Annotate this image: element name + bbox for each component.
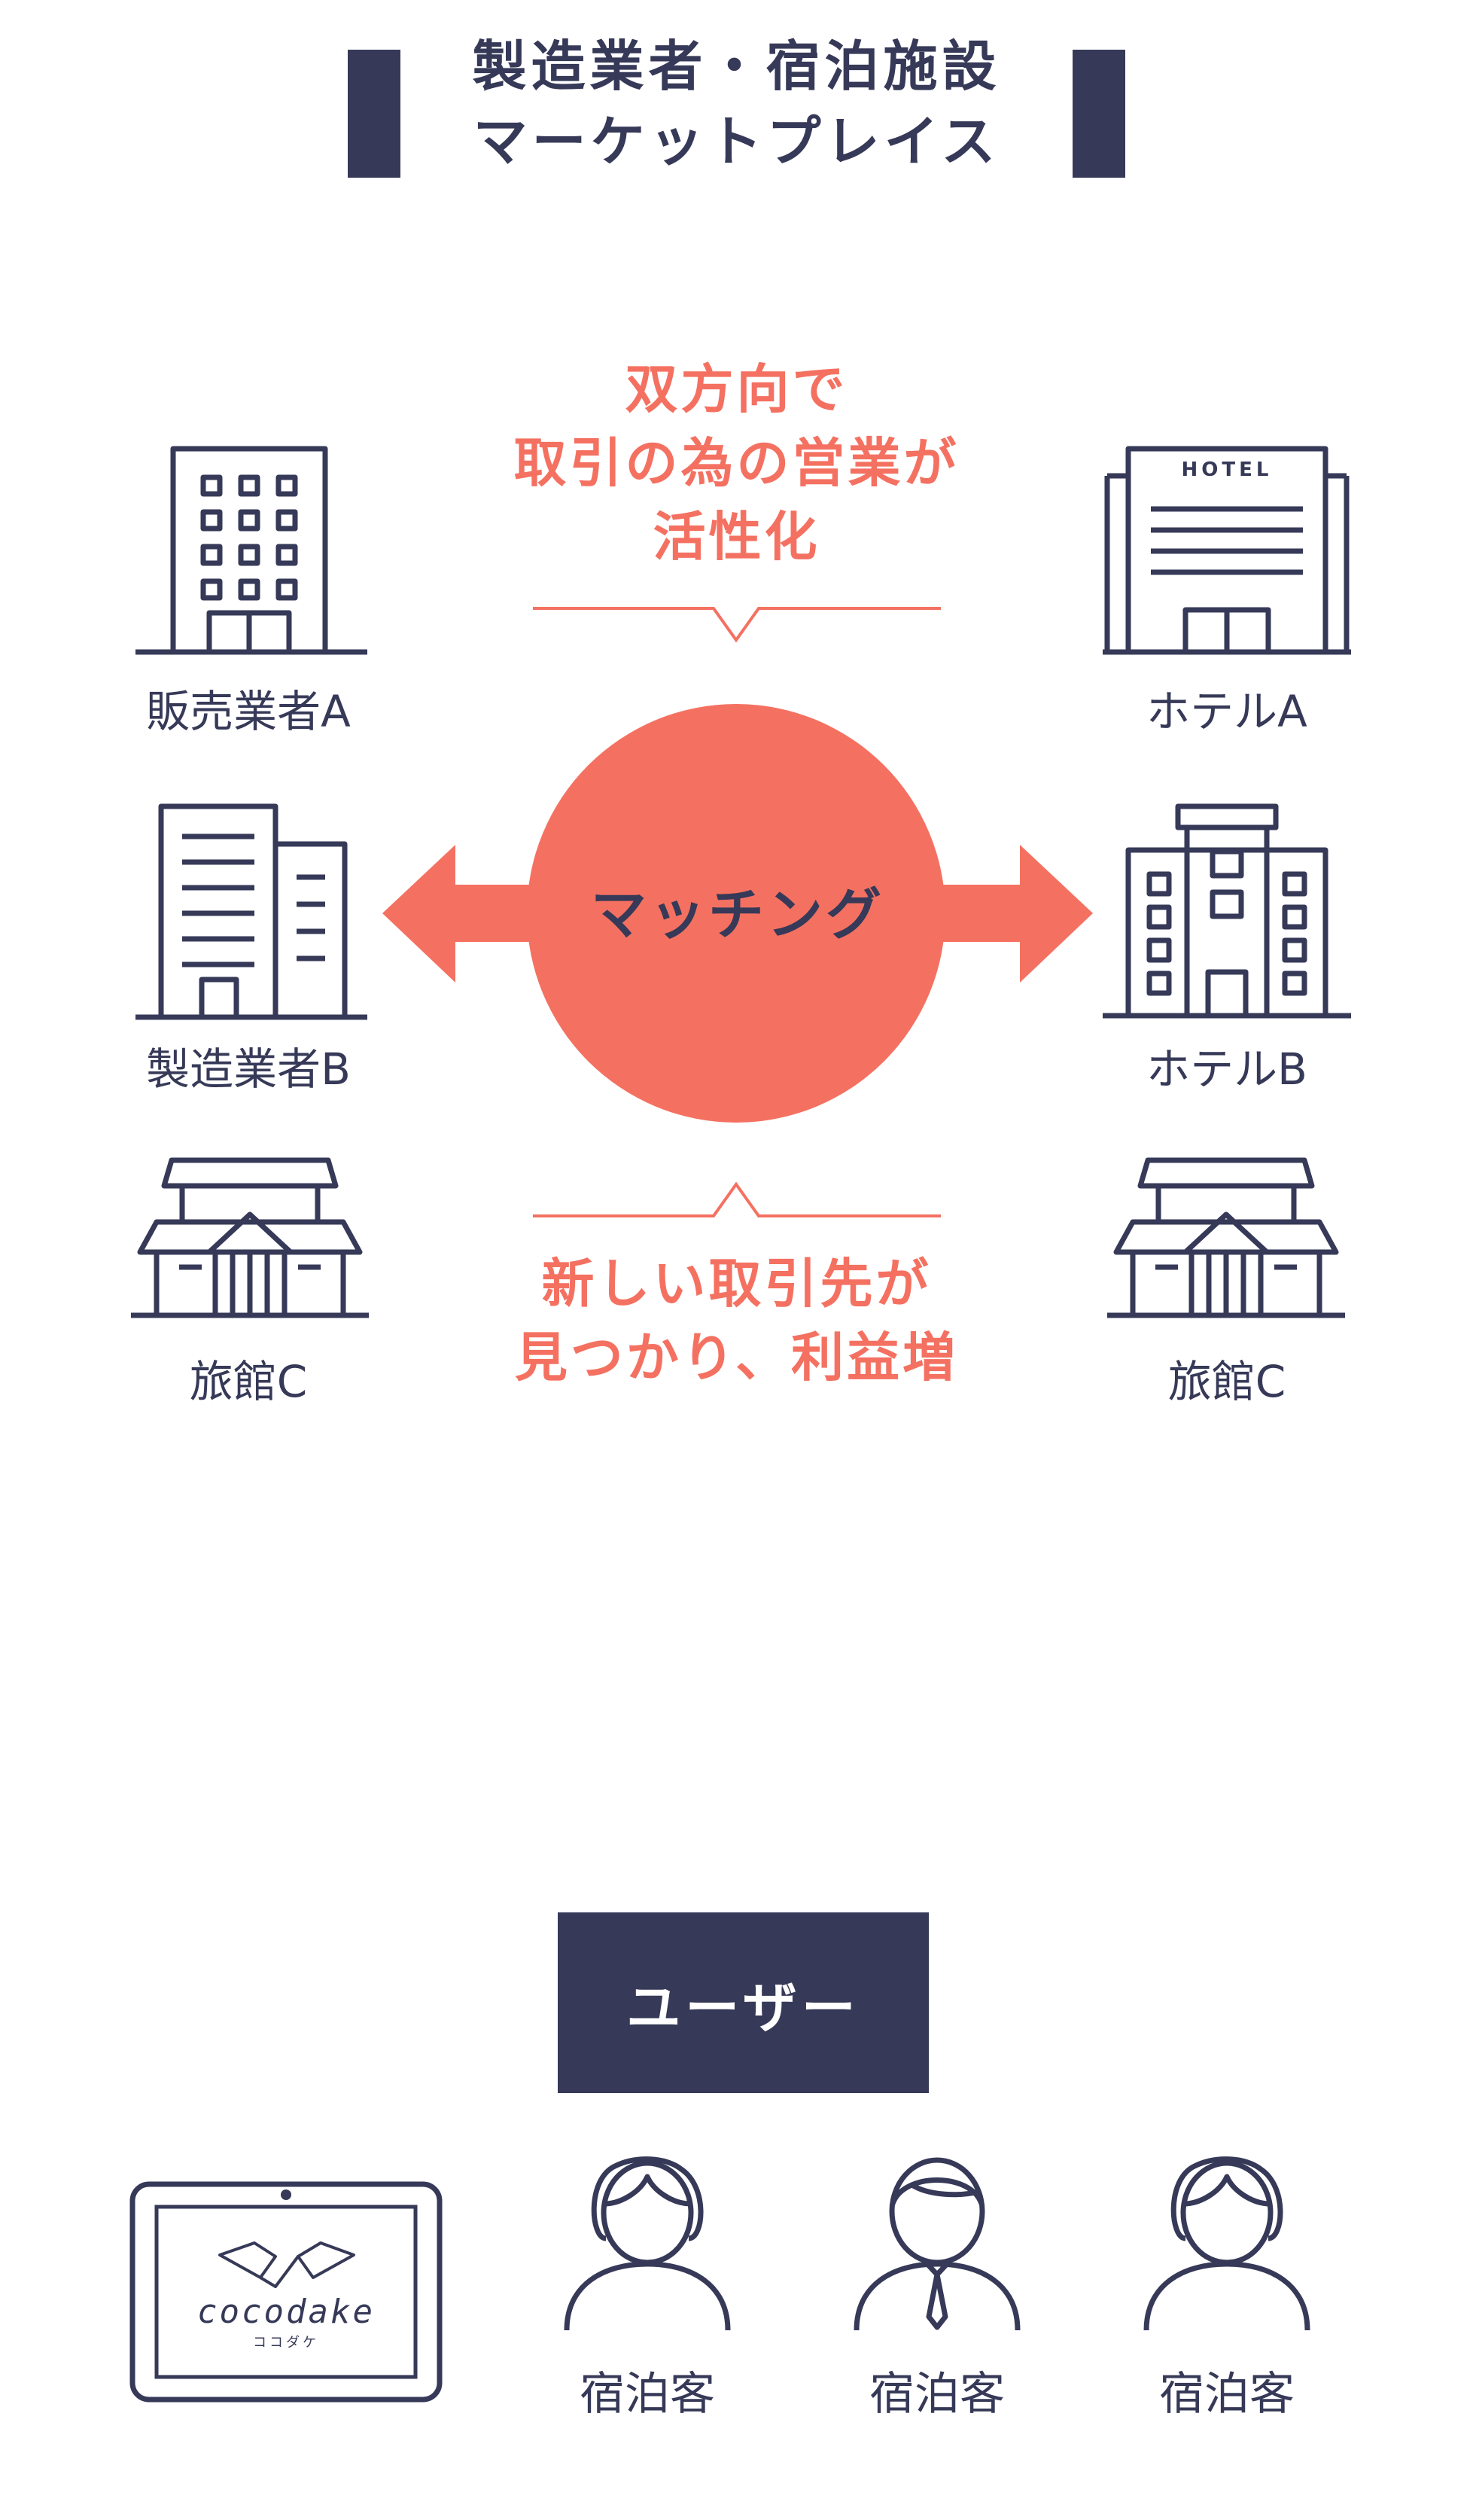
page-title-line2: マーケットプレイス [473,110,1000,173]
handshake-icon [218,2241,355,2288]
female-guest-icon [1143,2156,1310,2331]
guest-label-1: 宿泊客 [580,2368,715,2421]
female-guest-icon [564,2156,731,2331]
matching-circle [527,704,945,1123]
title-bar-left [348,50,400,178]
callout-bottom-line2: 見つかり、利益増 [514,1327,959,1388]
tablet-icon: cocodake ココダケ [129,2181,443,2403]
tablet-brand: cocodake [197,2293,375,2331]
hotel-sign: HOTEL [1182,459,1273,481]
guest-label-2: 宿泊客 [869,2368,1005,2421]
label-hotel-a: ホテルA [1146,686,1307,737]
ryokan-icon [131,1157,369,1318]
user-box-label: ユーザー [626,1976,860,2040]
callout-bottom: 新しい取引先が 見つかり、利益増 [452,1247,1021,1394]
label-ryokan-right: 旅館C [1167,1356,1286,1407]
callout-top-line2: 取引の為の営業が [513,432,960,494]
factory-building-icon [135,803,367,1020]
page-title-line1: 製造業者・宿泊施設 [472,35,1001,98]
double-arrow-icon [382,845,1093,983]
office-building-icon [135,446,367,655]
callout-top: 双方向で 取引の為の営業が 活性化 [452,352,1021,574]
user-box: ユーザー [558,1912,929,2093]
label-hotel-b: ホテルB [1146,1044,1307,1095]
hotel-icon: HOTEL [1103,446,1351,655]
label-manufacturer-b: 製造業者B [146,1044,351,1095]
callout-bottom-line1: 新しい取引先が [541,1253,932,1315]
page-title: 製造業者・宿泊施設 マーケットプレイス [301,29,1172,179]
ryokan-icon [1107,1157,1345,1318]
callout-top-line1: 双方向で [625,358,848,420]
label-seller-a: 販売業者A [146,686,351,737]
hotel-tower-icon [1103,803,1351,1019]
label-ryokan-left: 旅館C [189,1356,308,1407]
matching-label: マッチング [591,882,884,947]
guest-label-3: 宿泊客 [1159,2368,1295,2421]
male-guest-icon [854,2157,1021,2331]
callout-top-line3: 活性化 [653,506,820,568]
title-bar-right [1073,50,1125,178]
tablet-brand-kana: ココダケ [253,2335,319,2351]
